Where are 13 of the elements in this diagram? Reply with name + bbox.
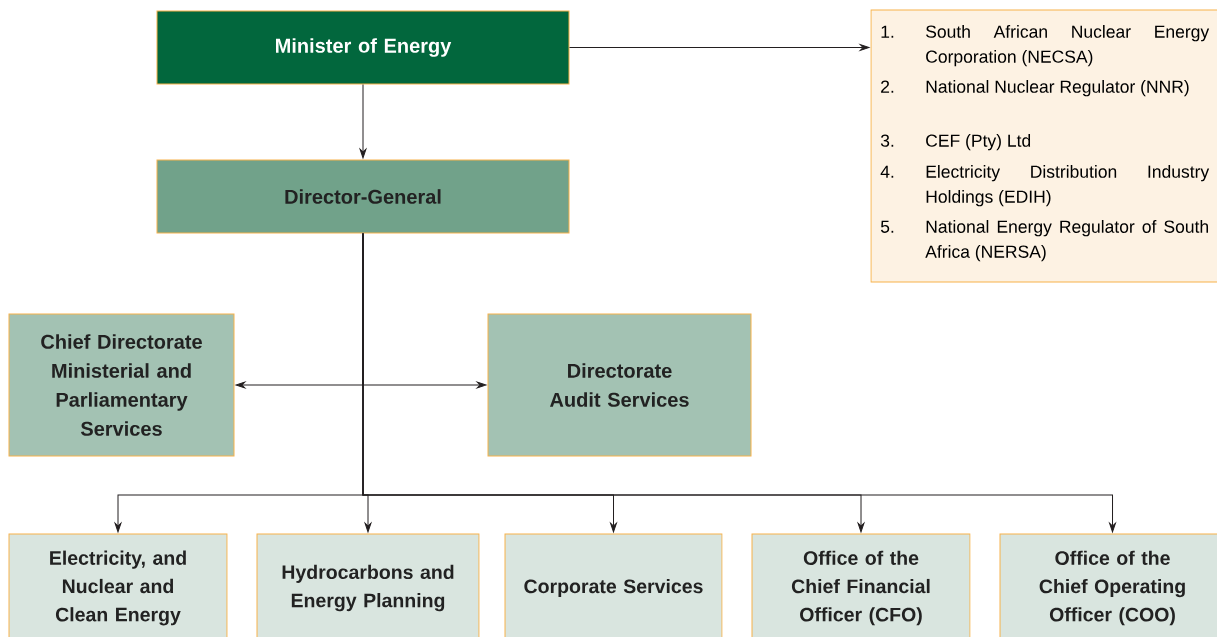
minister-box: Minister of Energy [156, 10, 570, 85]
arrow [569, 44, 870, 51]
branch-box: Corporate Services [504, 533, 723, 637]
branch-box: Office of the Chief Operating Officer (COO) [999, 533, 1217, 637]
arrow [362, 233, 1116, 533]
arrow [359, 84, 367, 159]
directorate-box: Chief Directorate Ministerial and Parliamentary Services [8, 313, 235, 457]
directorate-box: Directorate Audit Services [487, 313, 752, 457]
branch-box: Hydrocarbons and Energy Planning [256, 533, 480, 637]
branch-box: Electricity, and Nuclear and Clean Energy [8, 533, 228, 637]
branch-box: Office of the Chief Financial Officer (CFO) [751, 533, 971, 637]
agency-list-box: 1. South African Nuclear Energy Corporation (NECSA) 2. National Nuclear Regulator (NNR) 3. CEF (Pty) Ltd 4. Electricity Distribution Industry Holdings (EDIH) 5. National Energy Regulator of South Africa (NERSA) [870, 9, 1217, 283]
director-general-box: Director-General [156, 159, 570, 234]
